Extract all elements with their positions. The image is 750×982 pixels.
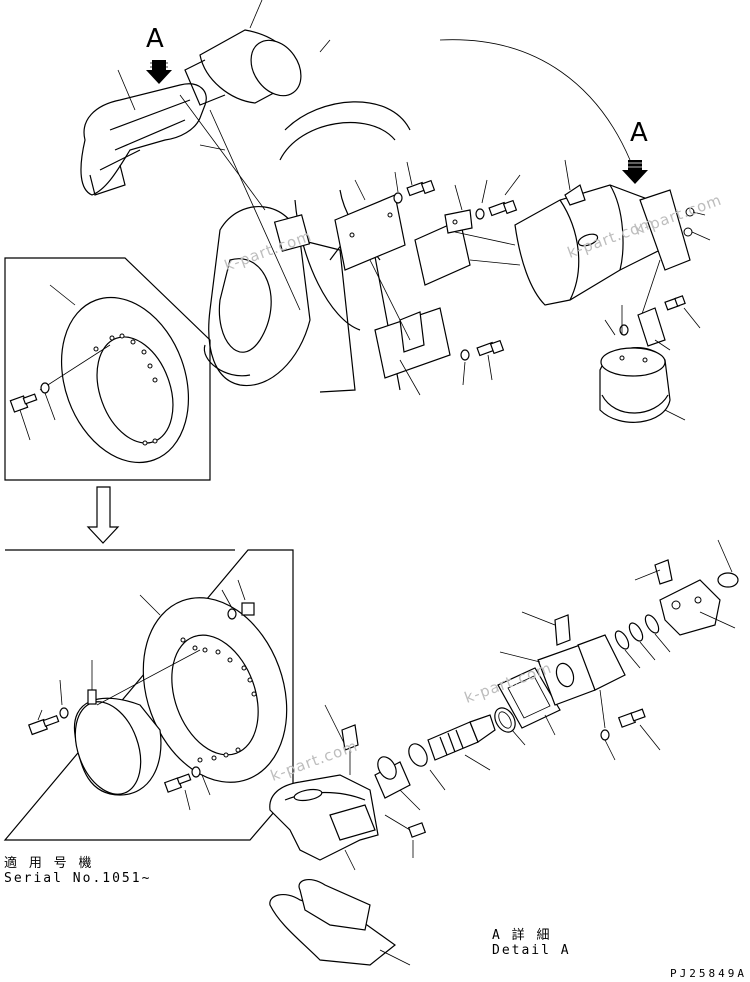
change-arrow [86,486,120,544]
bolt-right [664,295,701,329]
view-arrow-left [146,60,172,84]
bolt-center-2 [475,174,521,220]
frame-old-disc [4,257,211,481]
caliper-assembly-right [514,159,711,306]
detail-caption-jp: A 詳 細 [492,928,552,943]
brake-pad-right [604,305,671,351]
caliper-assembly-top [80,69,207,196]
view-marker-a-right: A [630,118,649,148]
brake-bracket-lower [374,307,451,396]
view-marker-a-left: A [146,24,165,54]
serial-caption-jp: 適 用 号 機 [4,856,94,871]
frame-new-disc [3,549,294,841]
cylinder-right [599,347,686,423]
disc-holes-old [93,333,158,446]
brake-bracket-upper [334,179,406,271]
detail-a-view [269,539,739,966]
view-arrow-right [622,160,648,184]
bolt-center-1 [393,161,436,204]
axle-housing [203,101,411,393]
detail-caption-en: Detail A [492,943,571,958]
cylinder-top [184,0,331,106]
drawing-code: PJ25849A [670,967,747,980]
brake-bracket-middle [414,184,473,286]
bolt-center-3 [460,339,505,386]
serial-caption-en: Serial No.1051~ [4,871,152,886]
disc-holes-new [180,637,257,763]
